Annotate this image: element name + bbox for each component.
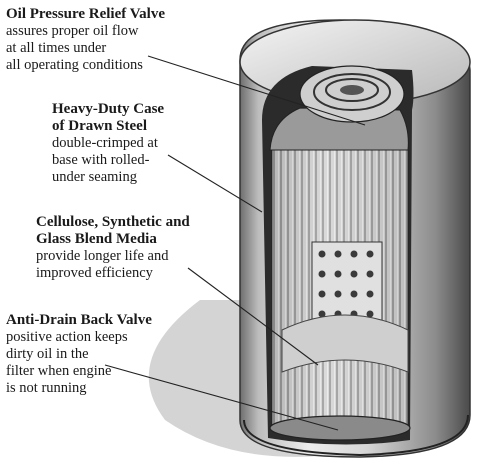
leader-case: [167, 154, 263, 213]
perforation-hole: [350, 270, 358, 278]
callout-title: Heavy-Duty Case: [52, 101, 165, 117]
anti-drain-valve: [269, 415, 411, 441]
leader-relief-valve: [147, 55, 366, 126]
callout-title: Cellulose, Synthetic and: [36, 214, 190, 230]
callout-description: dirty oil in the: [6, 346, 89, 362]
callout-case: Heavy-Duty Case of Drawn Steel double-cr…: [52, 101, 164, 186]
perforation-hole: [318, 270, 326, 278]
perforation-hole: [350, 250, 358, 258]
callout-description: double-crimped at: [52, 135, 158, 151]
callout-title: Oil Pressure Relief Valve: [6, 6, 166, 22]
callout-title: of Drawn Steel: [52, 118, 147, 134]
callout-description: at all times under: [6, 40, 107, 56]
perforation-hole: [334, 290, 342, 298]
perforation-hole: [366, 290, 374, 298]
perforation-hole: [350, 290, 358, 298]
perforation-hole: [318, 250, 326, 258]
perforation-hole: [366, 250, 374, 258]
callout-title: Glass Blend Media: [36, 231, 157, 247]
perforation-hole: [318, 290, 326, 298]
relief-valve-center: [340, 85, 364, 95]
perforation-hole: [334, 250, 342, 258]
callout-description: improved efficiency: [36, 265, 153, 281]
callout-anti-drain: Anti-Drain Back Valve positive action ke…: [6, 312, 152, 397]
radial-pleats: [281, 314, 409, 373]
perforation-hole: [334, 270, 342, 278]
relief-valve-spring-outer: [313, 73, 391, 111]
perforation-hole: [366, 310, 374, 318]
base-seam: [243, 414, 469, 457]
leader-media: [187, 267, 319, 366]
perforation-hole: [318, 310, 326, 318]
callout-description: all operating conditions: [6, 57, 143, 73]
callout-relief-valve: Oil Pressure Relief Valve assures proper…: [6, 6, 165, 74]
callout-description: filter when engine: [6, 363, 112, 379]
callout-title: Anti-Drain Back Valve: [6, 312, 152, 328]
callout-description: is not running: [6, 380, 87, 396]
callout-description: provide longer life and: [36, 248, 169, 264]
callout-description: positive action keeps: [6, 329, 128, 345]
leader-anti-drain: [104, 364, 339, 431]
relief-valve-spring-inner: [325, 78, 379, 102]
callout-description: under seaming: [52, 169, 137, 185]
perforation-hole: [366, 270, 374, 278]
callout-description: base with rolled-: [52, 152, 150, 168]
callout-description: assures proper oil flow: [6, 23, 139, 39]
callout-media: Cellulose, Synthetic and Glass Blend Med…: [36, 214, 190, 282]
